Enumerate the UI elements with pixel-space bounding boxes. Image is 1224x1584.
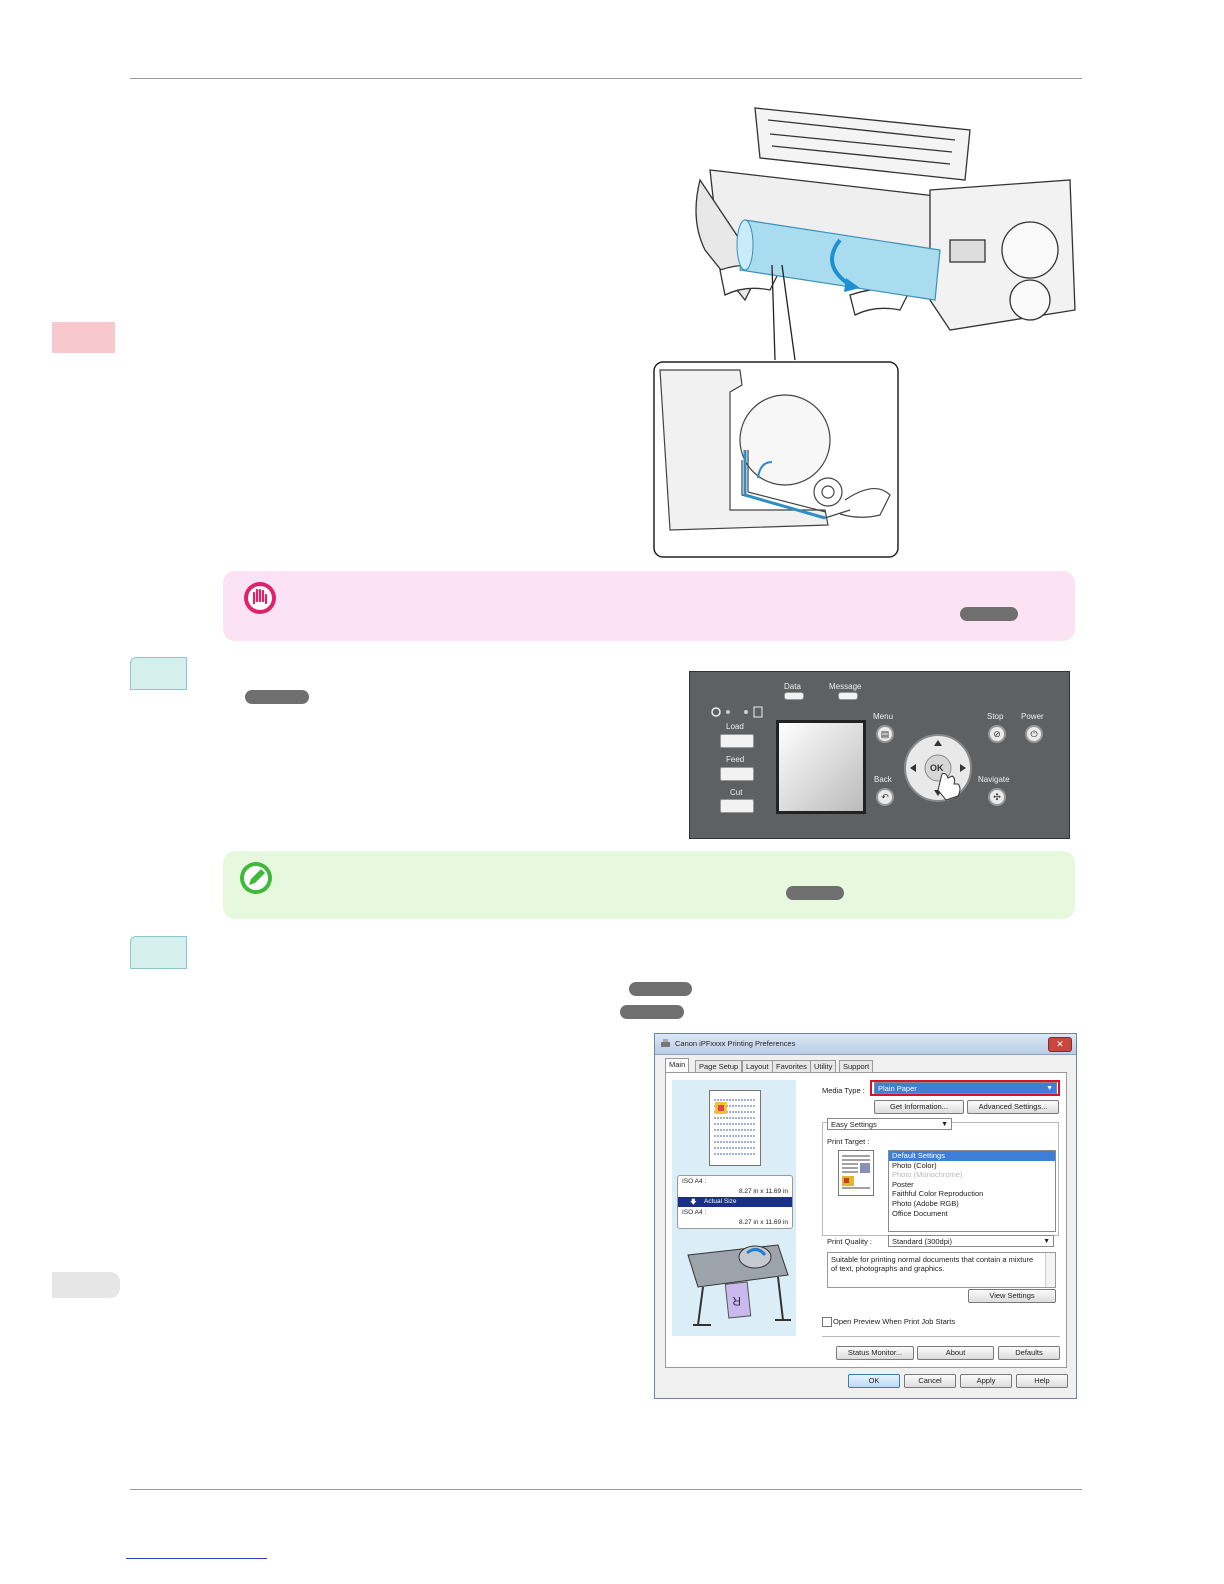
list-item[interactable]: Poster [892, 1179, 914, 1189]
reference-link[interactable] [786, 886, 844, 900]
menu-label: Menu [873, 712, 894, 721]
stop-button[interactable]: ⊘ [988, 725, 1006, 743]
footer-rule [130, 1489, 1082, 1490]
media-type-value: Plain Paper [878, 1084, 917, 1093]
open-preview-checkbox[interactable] [822, 1317, 832, 1327]
hand-stop-icon [244, 582, 276, 614]
data-label: Data [784, 682, 801, 691]
svg-text:R: R [732, 1294, 741, 1308]
print-quality-select[interactable]: Standard (300dpi) ▼ [888, 1235, 1054, 1247]
help-button[interactable]: Help [1016, 1374, 1068, 1388]
printer-loading-illustration [653, 107, 1076, 558]
advanced-settings-button[interactable]: Advanced Settings... [967, 1100, 1059, 1114]
size-info-box: ISO A4 : 8.27 in x 11.69 in 🡇 Actual Siz… [677, 1175, 793, 1229]
dialog-titlebar: Canon iPFxxxx Printing Preferences ✕ [655, 1034, 1076, 1055]
printer-output-illustration: R [687, 1244, 791, 1326]
cut-button[interactable] [720, 799, 754, 813]
original-size: ISO A4 : [682, 1178, 707, 1185]
feed-label: Feed [726, 755, 745, 764]
load-label: Load [726, 722, 744, 731]
reference-link[interactable] [629, 982, 692, 996]
data-lamp [784, 692, 804, 700]
actual-size-bar: 🡇 Actual Size [678, 1197, 792, 1207]
navigate-label: Navigate [978, 775, 1010, 784]
navigate-button[interactable]: ✣ [988, 788, 1006, 806]
step-marker [130, 657, 187, 690]
media-type-highlight [870, 1080, 1060, 1096]
display-screen [776, 720, 866, 814]
print-target-label: Print Target : [827, 1137, 870, 1146]
close-button[interactable]: ✕ [1048, 1037, 1072, 1052]
tab-main[interactable]: Main [665, 1058, 690, 1073]
dialog-title: Canon iPFxxxx Printing Preferences [675, 1039, 796, 1048]
reference-link[interactable] [960, 607, 1018, 621]
apply-button[interactable]: Apply [960, 1374, 1012, 1388]
arrow-keypad[interactable] [902, 732, 974, 804]
ok-button[interactable]: OK [848, 1374, 900, 1388]
note-callout [223, 851, 1075, 919]
power-button[interactable]: ⏻ [1025, 725, 1043, 743]
reference-link[interactable] [245, 690, 309, 704]
print-quality-label: Print Quality : [827, 1237, 873, 1246]
menu-button[interactable]: ▤ [876, 725, 894, 743]
chevron-down-icon: ▼ [1043, 1238, 1050, 1245]
list-item[interactable]: Office Document [892, 1208, 948, 1218]
reference-link[interactable] [620, 1005, 684, 1019]
divider [822, 1336, 1060, 1337]
view-settings-button[interactable]: View Settings [968, 1289, 1056, 1303]
chevron-down-icon: ▼ [1046, 1085, 1053, 1092]
get-information-button[interactable]: Get Information... [874, 1100, 964, 1114]
printing-preferences-dialog: Canon iPFxxxx Printing Preferences ✕ Mai… [654, 1033, 1077, 1399]
easy-settings-select[interactable]: Easy Settings ▼ [827, 1118, 952, 1130]
list-item[interactable]: Faithful Color Reproduction [892, 1189, 984, 1199]
down-arrow-icon: 🡇 [690, 1199, 697, 1206]
list-item[interactable]: Photo (Adobe RGB) [892, 1198, 959, 1208]
message-lamp [838, 692, 858, 700]
message-label: Message [829, 682, 862, 691]
roll-media-icon [711, 706, 763, 718]
load-button[interactable] [720, 734, 754, 748]
open-preview-label: Open Preview When Print Job Starts [833, 1317, 956, 1326]
power-label: Power [1021, 712, 1044, 721]
header-rule [130, 78, 1082, 79]
chapter-tab[interactable] [52, 322, 115, 353]
defaults-button[interactable]: Defaults [998, 1346, 1060, 1360]
easy-settings-value: Easy Settings [831, 1120, 877, 1129]
actual-size-label: Actual Size [704, 1198, 737, 1205]
pencil-note-icon [240, 862, 272, 894]
chevron-down-icon: ▼ [941, 1121, 948, 1128]
list-item[interactable]: Photo (Monochrome) [892, 1170, 963, 1180]
back-label: Back [874, 775, 892, 784]
footer-link-underline[interactable] [126, 1558, 267, 1559]
about-button[interactable]: About [917, 1346, 994, 1360]
list-item[interactable]: Default Settings [889, 1151, 1055, 1161]
step-marker [130, 936, 187, 969]
list-item[interactable]: Photo (Color) [892, 1160, 937, 1170]
scrollbar[interactable] [1045, 1253, 1055, 1287]
cut-label: Cut [730, 788, 743, 797]
stop-label: Stop [987, 712, 1004, 721]
ok-label: OK [930, 763, 944, 773]
media-type-select[interactable]: Plain Paper ▼ [874, 1082, 1057, 1094]
important-callout [223, 571, 1075, 641]
status-monitor-button[interactable]: Status Monitor... [836, 1346, 914, 1360]
media-type-label: Media Type : [822, 1086, 865, 1095]
output-dimensions: 8.27 in x 11.69 in [738, 1219, 788, 1226]
cancel-button[interactable]: Cancel [904, 1374, 956, 1388]
quality-description-text: Suitable for printing normal documents t… [831, 1255, 1034, 1273]
quality-description: Suitable for printing normal documents t… [827, 1252, 1056, 1288]
original-dimensions: 8.27 in x 11.69 in [738, 1188, 788, 1195]
print-quality-value: Standard (300dpi) [892, 1237, 953, 1246]
section-tab[interactable] [52, 1272, 120, 1298]
print-target-list[interactable]: Default Settings Photo (Color) Photo (Mo… [888, 1150, 1056, 1232]
control-panel-illustration: Data Message Load Feed Cut Menu ▤ Back ↶… [689, 671, 1070, 839]
output-size: ISO A4 : [682, 1209, 707, 1216]
printer-icon [661, 1039, 670, 1047]
print-target-thumbnail [838, 1150, 874, 1196]
back-button[interactable]: ↶ [876, 788, 894, 806]
page-preview-thumbnail [709, 1090, 761, 1166]
feed-button[interactable] [720, 767, 754, 781]
